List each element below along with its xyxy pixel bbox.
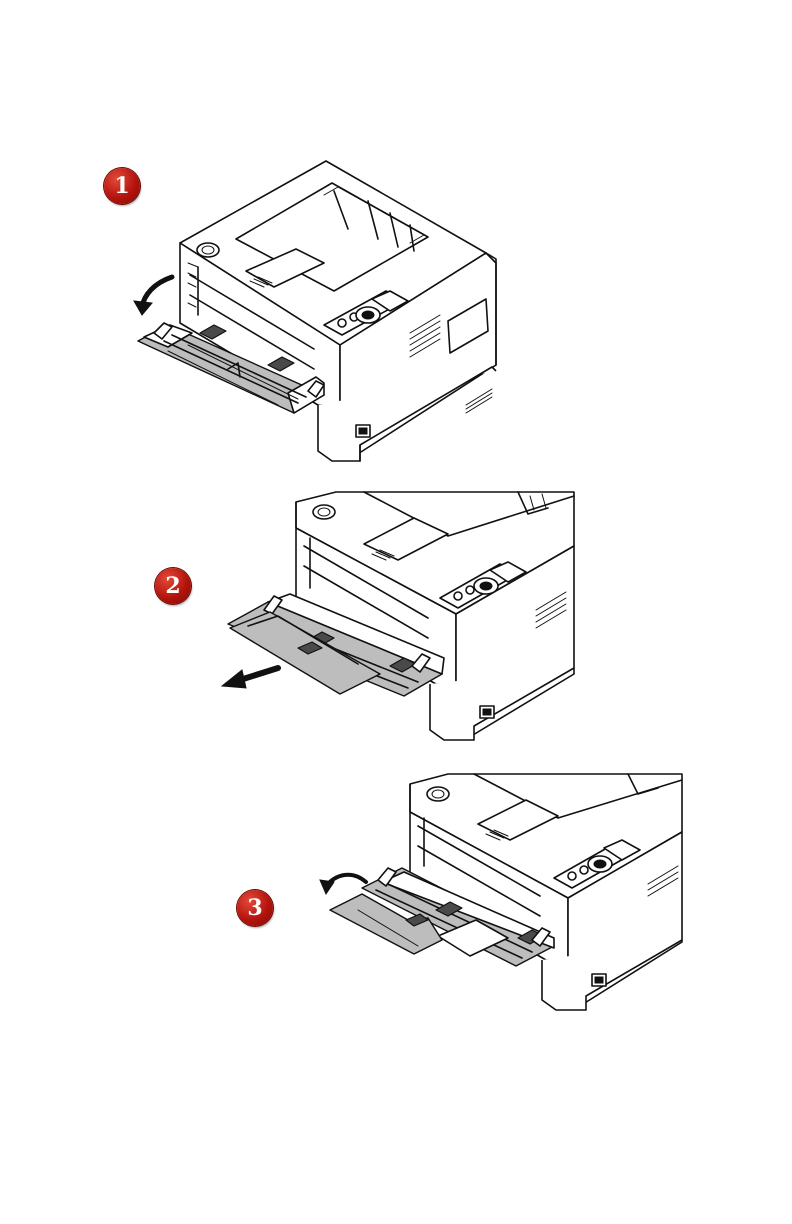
step-1-illustration: [128, 155, 508, 465]
step-3-illustration: [318, 770, 684, 1014]
arrow-down-curved-icon: [134, 277, 172, 315]
step-3-badge: 3: [237, 890, 273, 926]
arrow-left-pull-icon: [222, 668, 278, 688]
arrow-flip-curved-icon: [320, 875, 366, 894]
printer-unfold-extension-icon: [318, 770, 684, 1014]
printer-extend-tray-icon: [218, 488, 578, 746]
step-2-badge: 2: [155, 568, 191, 604]
printer-open-manual-feed-tray-icon: [128, 155, 508, 465]
step-2-illustration: [218, 488, 578, 746]
